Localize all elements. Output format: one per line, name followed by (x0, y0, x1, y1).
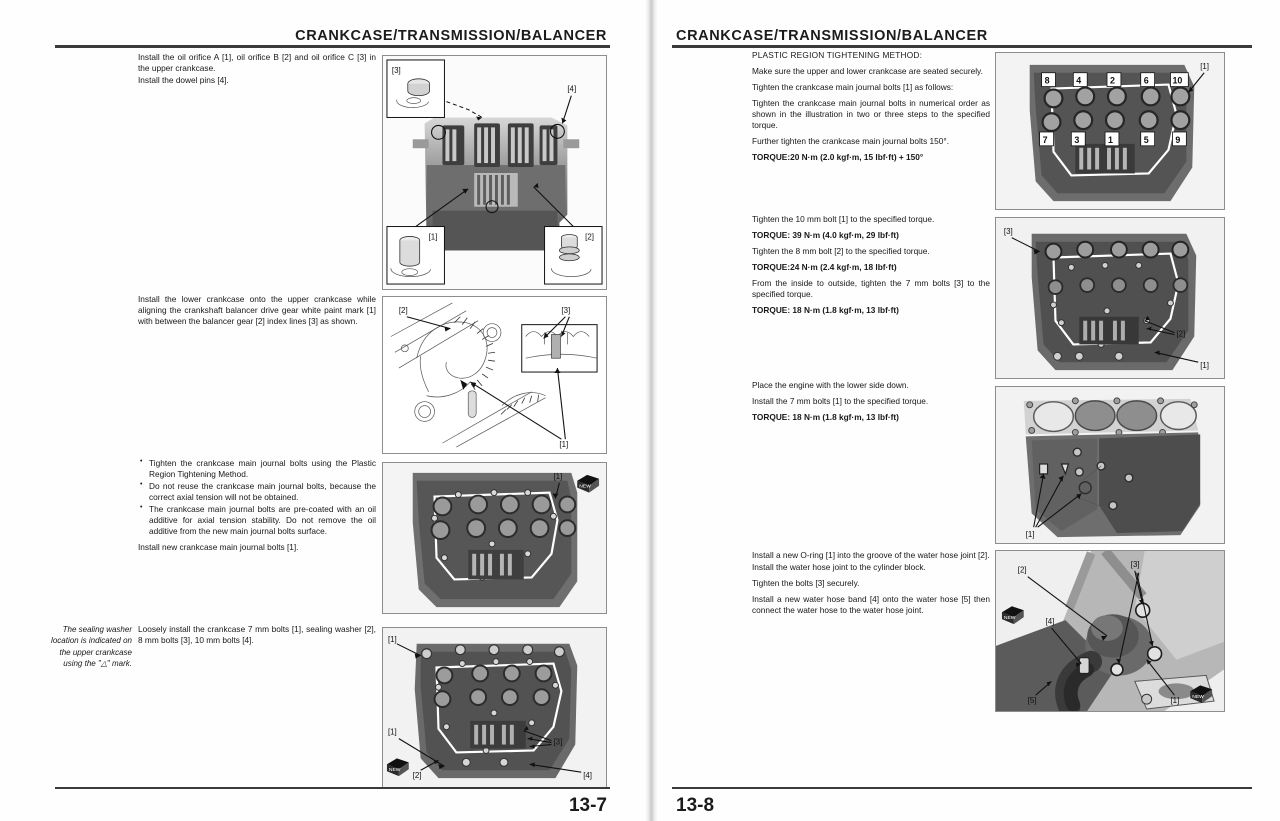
callout-1: [1] (1026, 530, 1035, 539)
text-block-water-hose-joint: Install a new O-ring [1] into the groove… (752, 550, 990, 616)
footer-rule-right (672, 786, 1252, 789)
section-subtitle: PLASTIC REGION TIGHTENING METHOD: (752, 50, 923, 60)
callout-4: [4] (1046, 617, 1055, 626)
instruction-line: Tighten the 10 mm bolt [1] to the specif… (752, 214, 935, 224)
crankcase-bolt-torque-figure: [3] [2] [1] (995, 217, 1225, 379)
new-part-icon: NEW (1190, 685, 1213, 704)
oil-orifice-dowel-pin-figure: [3] [4] [1] (382, 55, 607, 290)
callout-1: [1] (1200, 361, 1209, 370)
bolt-tightening-sequence-figure: 8 4 2 6 10 7 3 1 5 9 [1] (995, 52, 1225, 210)
callout-2: [2] (1018, 566, 1027, 575)
callout-3: [3] (561, 306, 570, 315)
instruction-line: Install new crankcase main journal bolts… (138, 541, 299, 552)
svg-text:3: 3 (1074, 135, 1079, 145)
list-item: Do not reuse the crankcase main journal … (138, 480, 376, 503)
callout-1: [1] (559, 440, 568, 449)
page-right: CRANKCASE/TRANSMISSION/BALANCER PLASTIC … (658, 0, 1280, 821)
instruction-line: Place the engine with the lower side dow… (752, 380, 909, 390)
new-part-icon: NEW (577, 474, 600, 493)
footer-rule-left (55, 786, 610, 789)
svg-text:NEW: NEW (1192, 694, 1204, 700)
sealing-washer-note: The sealing washer location is indicated… (51, 625, 132, 669)
torque-spec: TORQUE:20 N·m (2.0 kgf·m, 15 lbf·ft) + 1… (752, 151, 924, 162)
text-block-balancer-alignment: Install the lower crankcase onto the upp… (138, 294, 376, 327)
header-rule-right (672, 45, 1252, 48)
svg-text:2: 2 (1110, 76, 1115, 86)
text-block-main-journal-bolts: Tighten the crankcase main journal bolts… (138, 457, 376, 553)
page-header-right: CRANKCASE/TRANSMISSION/BALANCER (676, 28, 988, 44)
callout-1: [1] (1200, 62, 1209, 71)
torque-spec: TORQUE: 39 N·m (4.0 kgf·m, 29 lbf·ft) (752, 229, 899, 240)
page-header-left: CRANKCASE/TRANSMISSION/BALANCER (295, 28, 607, 44)
text-block-lower-side-down: Place the engine with the lower side dow… (752, 380, 990, 423)
list-item: The crankcase main journal bolts are pre… (138, 503, 376, 537)
balancer-gear-alignment-figure: [2] [3] [1] (382, 296, 607, 454)
instruction-line: Install the dowel pins [4]. (138, 74, 229, 85)
page-left: CRANKCASE/TRANSMISSION/BALANCER Install … (0, 0, 645, 821)
callout-2: [2] (399, 306, 408, 315)
instruction-line: Tighten the crankcase main journal bolts… (752, 97, 990, 130)
lower-side-down-bolts-figure: [1] (995, 386, 1225, 544)
torque-spec: TORQUE: 18 N·m (1.8 kgf·m, 13 lbf·ft) (752, 304, 899, 315)
instruction-line: Further tighten the crankcase main journ… (752, 135, 950, 146)
instruction-line: Install a new O-ring [1] into the groove… (752, 550, 990, 560)
instruction-line: Install the 7 mm bolts [1] to the specif… (752, 395, 929, 406)
svg-text:NEW: NEW (389, 767, 401, 773)
svg-text:8: 8 (1045, 76, 1050, 86)
water-hose-joint-figure: [2] [4] [3] [5] [1] NEW (995, 550, 1225, 712)
svg-text:NEW: NEW (579, 484, 591, 490)
instruction-line: Install the lower crankcase onto the upp… (138, 294, 376, 326)
instruction-line: From the inside to outside, tighten the … (752, 277, 990, 299)
text-block-oil-orifice: Install the oil orifice A [1], oil orifi… (138, 52, 376, 86)
page-number-left: 13-7 (568, 795, 607, 816)
instruction-line: Tighten the bolts [3] securely. (752, 577, 860, 588)
callout-1: [1] (429, 232, 438, 241)
sequence-number-top: 8 4 2 6 10 (1041, 72, 1189, 87)
instruction-line: Install a new water hose band [4] onto t… (752, 593, 990, 615)
callout-4: [4] (583, 771, 592, 780)
callout-5: [5] (1028, 696, 1037, 705)
svg-text:4: 4 (1076, 76, 1081, 86)
svg-text:10: 10 (1172, 76, 1182, 86)
sequence-number-bottom: 7 3 1 5 9 (1039, 131, 1187, 147)
page-gutter (645, 0, 658, 821)
callout-2: [2] (413, 771, 422, 780)
instruction-line: Install the water hose joint to the cyli… (752, 561, 926, 572)
svg-text:1: 1 (1108, 135, 1113, 145)
text-block-bolt-torques: Tighten the 10 mm bolt [1] to the specif… (752, 214, 990, 316)
callout-1: [1] (388, 728, 397, 737)
main-journal-bolts-figure: [1] NEW (382, 462, 607, 614)
page-number-right: 13-8 (676, 795, 715, 816)
new-part-icon: NEW (1001, 606, 1024, 625)
callout-3: [3] (1004, 227, 1013, 236)
instruction-line: Install the oil orifice A [1], oil orifi… (138, 52, 376, 73)
svg-text:NEW: NEW (1004, 615, 1016, 621)
svg-text:6: 6 (1144, 76, 1149, 86)
svg-text:9: 9 (1175, 135, 1180, 145)
svg-text:5: 5 (1144, 135, 1149, 145)
callout-1: [1] (1170, 696, 1179, 705)
instruction-line: Loosely install the crankcase 7 mm bolts… (138, 624, 376, 645)
callout-1: [1] (553, 472, 562, 481)
svg-text:7: 7 (1043, 135, 1048, 145)
callout-1: [1] (388, 635, 397, 644)
instruction-line: Tighten the 8 mm bolt [2] to the specifi… (752, 245, 930, 256)
instruction-line: Tighten the crankcase main journal bolts… (752, 81, 954, 92)
new-part-icon: NEW (386, 758, 409, 777)
callout-3: [3] (553, 738, 562, 747)
callout-2: [2] (585, 232, 594, 241)
callout-3: [3] (392, 66, 401, 75)
callout-3: [3] (1131, 560, 1140, 569)
crankcase-bolts-install-figure: [1] [1] [2] [3] [4] NEW (382, 627, 607, 789)
text-block-loose-install-bolts: Loosely install the crankcase 7 mm bolts… (138, 624, 376, 646)
instruction-line: Make sure the upper and lower crankcase … (752, 65, 983, 76)
header-rule-left (55, 45, 610, 48)
torque-spec: TORQUE: 18 N·m (1.8 kgf·m, 13 lbf·ft) (752, 411, 899, 422)
bullet-list: Tighten the crankcase main journal bolts… (138, 457, 376, 537)
text-block-plastic-region-method: PLASTIC REGION TIGHTENING METHOD: Make s… (752, 50, 990, 163)
callout-2: [2] (1176, 330, 1185, 339)
callout-4: [4] (567, 85, 576, 94)
list-item: Tighten the crankcase main journal bolts… (138, 457, 376, 480)
torque-spec: TORQUE:24 N·m (2.4 kgf·m, 18 lbf·ft) (752, 261, 897, 272)
